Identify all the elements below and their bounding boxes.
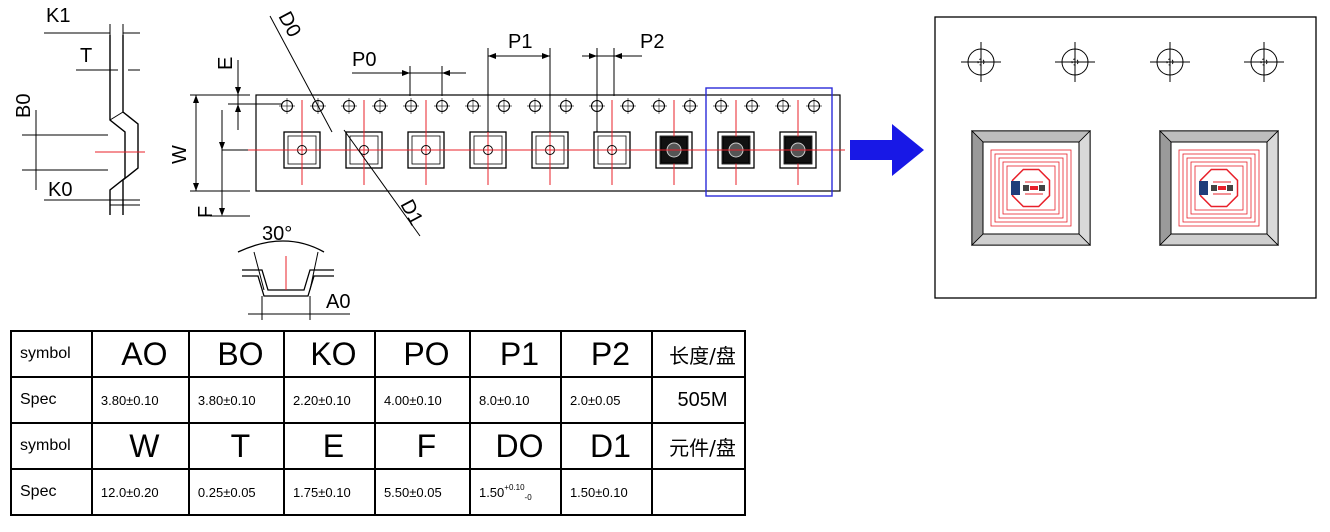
table-cell: symbol bbox=[10, 422, 93, 470]
tape-pocket bbox=[283, 100, 321, 185]
zoom-highlight-box bbox=[705, 87, 833, 197]
table-cell: KO bbox=[282, 330, 376, 378]
tape-pocket bbox=[655, 100, 693, 185]
table-cell: 5.50±0.05 bbox=[373, 468, 471, 516]
label-w: W bbox=[169, 145, 191, 164]
table-cell: 8.0±0.10 bbox=[468, 376, 562, 424]
table-cell: AO bbox=[90, 330, 190, 378]
table-cell: Spec bbox=[10, 468, 93, 516]
d0-lower-tolerance: -0 bbox=[524, 492, 532, 502]
label-d0: D0 bbox=[274, 8, 305, 41]
label-p0: P0 bbox=[352, 49, 376, 71]
table-cell: PO bbox=[373, 330, 471, 378]
table-cell: 12.0±0.20 bbox=[90, 468, 190, 516]
table-cell: W bbox=[90, 422, 190, 470]
spec-table: symbol AO BO KO PO P1 P2 长度/盘 Spec 3.80±… bbox=[10, 330, 747, 516]
table-cell: 3.80±0.10 bbox=[187, 376, 285, 424]
zoom-arrow-icon bbox=[850, 124, 924, 176]
enlarged-sprocket-hole bbox=[1244, 42, 1284, 82]
label-e: E bbox=[215, 57, 237, 70]
table-cell: 元件/盘 bbox=[650, 422, 747, 470]
d0-spec-value: 1.50 bbox=[478, 484, 505, 500]
table-cell: F bbox=[373, 422, 471, 470]
label-t: T bbox=[80, 45, 92, 67]
table-cell: T bbox=[187, 422, 285, 470]
table-cell: D1 bbox=[559, 422, 653, 470]
table-cell: 1.75±0.10 bbox=[282, 468, 376, 516]
label-b0: B0 bbox=[13, 94, 35, 118]
label-angle: 30° bbox=[262, 223, 292, 245]
label-k0: K0 bbox=[48, 179, 72, 201]
label-p1: P1 bbox=[508, 31, 532, 53]
label-d1: D1 bbox=[396, 196, 427, 229]
table-cell: 1.50±0.10 bbox=[559, 468, 653, 516]
tape-pocket bbox=[779, 100, 817, 185]
table-cell: E bbox=[282, 422, 376, 470]
table-cell: 4.00±0.10 bbox=[373, 376, 471, 424]
enlarged-sprocket-hole bbox=[1150, 42, 1190, 82]
tape-top-view bbox=[228, 87, 845, 197]
tape-pocket bbox=[593, 100, 631, 185]
dimension-arrowheads bbox=[193, 53, 622, 216]
tape-side-section bbox=[22, 24, 140, 215]
enlarged-sprocket-hole bbox=[1055, 42, 1095, 82]
table-cell: P2 bbox=[559, 330, 653, 378]
table-row: symbol AO BO KO PO P1 P2 长度/盘 bbox=[10, 330, 747, 378]
enlarged-pocket bbox=[971, 130, 1091, 246]
label-p2: P2 bbox=[640, 31, 664, 53]
table-cell bbox=[650, 468, 747, 516]
table-cell: 0.25±0.05 bbox=[187, 468, 285, 516]
table-row: Spec 12.0±0.20 0.25±0.05 1.75±0.10 5.50±… bbox=[10, 468, 747, 516]
table-cell: BO bbox=[187, 330, 285, 378]
enlarged-sprocket-hole bbox=[961, 42, 1001, 82]
table-cell: symbol bbox=[10, 330, 93, 378]
label-a0: A0 bbox=[326, 291, 350, 313]
table-row: Spec 3.80±0.10 3.80±0.10 2.20±0.10 4.00±… bbox=[10, 376, 747, 424]
table-cell: 2.0±0.05 bbox=[559, 376, 653, 424]
table-cell: 505M bbox=[650, 376, 747, 424]
table-cell: 长度/盘 bbox=[650, 330, 747, 378]
table-cell: P1 bbox=[468, 330, 562, 378]
table-cell: 3.80±0.10 bbox=[90, 376, 190, 424]
enlarged-pocket bbox=[1159, 130, 1279, 246]
tape-pocket bbox=[717, 100, 755, 185]
tape-pocket bbox=[345, 100, 383, 185]
enlarged-detail-view bbox=[934, 16, 1317, 299]
d0-upper-tolerance: +0.10 bbox=[504, 482, 525, 492]
table-row: symbol W T E F DO D1 元件/盘 bbox=[10, 422, 747, 470]
table-cell: Spec bbox=[10, 376, 93, 424]
label-f: F bbox=[195, 206, 217, 218]
table-cell: DO bbox=[468, 422, 562, 470]
table-cell: 1.50+0.10-0 bbox=[468, 468, 562, 516]
table-cell: 2.20±0.10 bbox=[282, 376, 376, 424]
tape-pocket bbox=[407, 100, 445, 185]
label-k1: K1 bbox=[46, 5, 70, 27]
